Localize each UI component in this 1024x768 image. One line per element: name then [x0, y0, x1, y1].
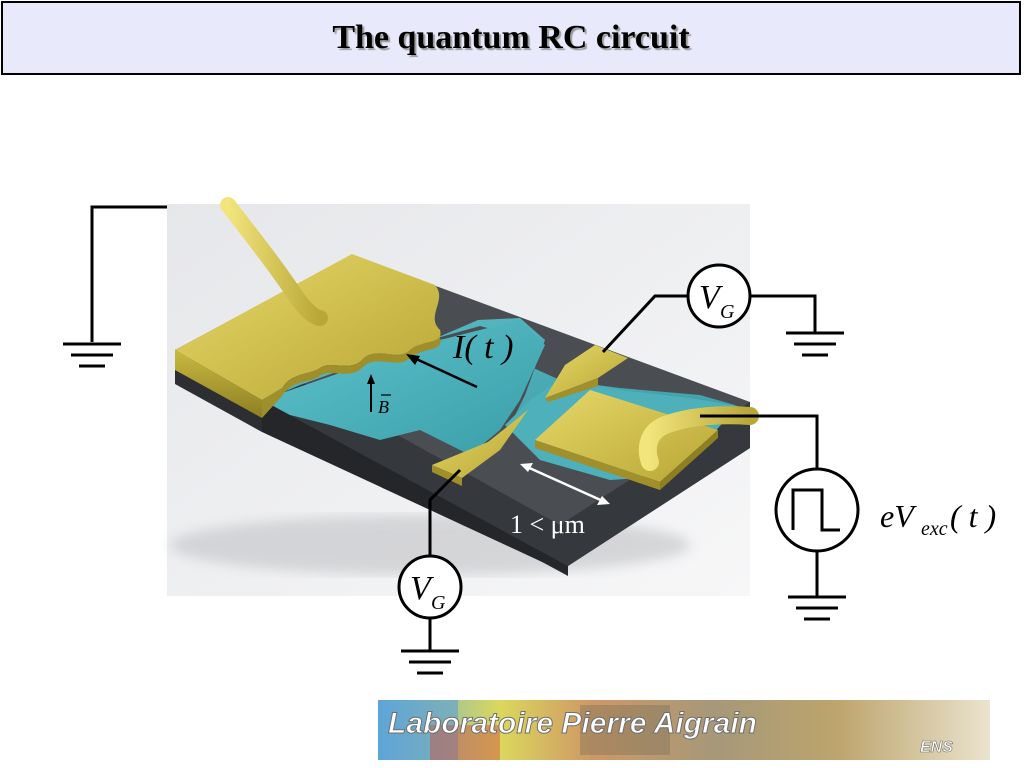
b-field-arrow-head	[367, 374, 375, 384]
top-gate-subscript: G	[720, 301, 735, 323]
lab-banner: Laboratoire Pierre Aigrain ENS	[378, 700, 990, 760]
current-label: I( t )	[452, 329, 513, 366]
left-ground-wiring	[63, 205, 167, 368]
excitation-label: eV	[880, 498, 917, 534]
current-arrow-head	[406, 354, 420, 365]
top-gate-source	[686, 263, 752, 329]
electron-gas-main	[262, 320, 545, 455]
title-bar: The quantum RC circuit	[1, 1, 1021, 75]
scale-arrow	[524, 464, 606, 504]
excitation-time: ( t )	[950, 498, 996, 534]
left-ohmic-contact	[175, 254, 441, 418]
scale-arrow-head-right	[597, 496, 610, 505]
left-bond-wire	[220, 197, 328, 326]
excitation-source	[774, 467, 860, 553]
b-field-label: B	[378, 397, 389, 417]
scale-label: 1 < μm	[510, 510, 585, 539]
top-gate-wiring	[601, 294, 844, 357]
bottom-gate-finger	[432, 410, 528, 486]
square-pulse-icon	[791, 488, 840, 532]
excitation-subscript: exc	[921, 518, 948, 540]
excitation-wiring	[700, 414, 846, 621]
bottom-gate-wiring	[401, 468, 462, 675]
bottom-gate-subscript: G	[431, 592, 446, 614]
lab-banner-sub: ENS	[920, 739, 953, 756]
top-gate-finger	[545, 345, 628, 402]
lab-banner-text: Laboratoire Pierre Aigrain	[388, 707, 757, 740]
scale-arrow-head-left	[520, 463, 533, 472]
right-ohmic-contact	[535, 390, 718, 490]
slide-title: The quantum RC circuit	[332, 19, 690, 56]
current-arrow	[411, 355, 478, 389]
bottom-gate-source	[397, 554, 463, 620]
